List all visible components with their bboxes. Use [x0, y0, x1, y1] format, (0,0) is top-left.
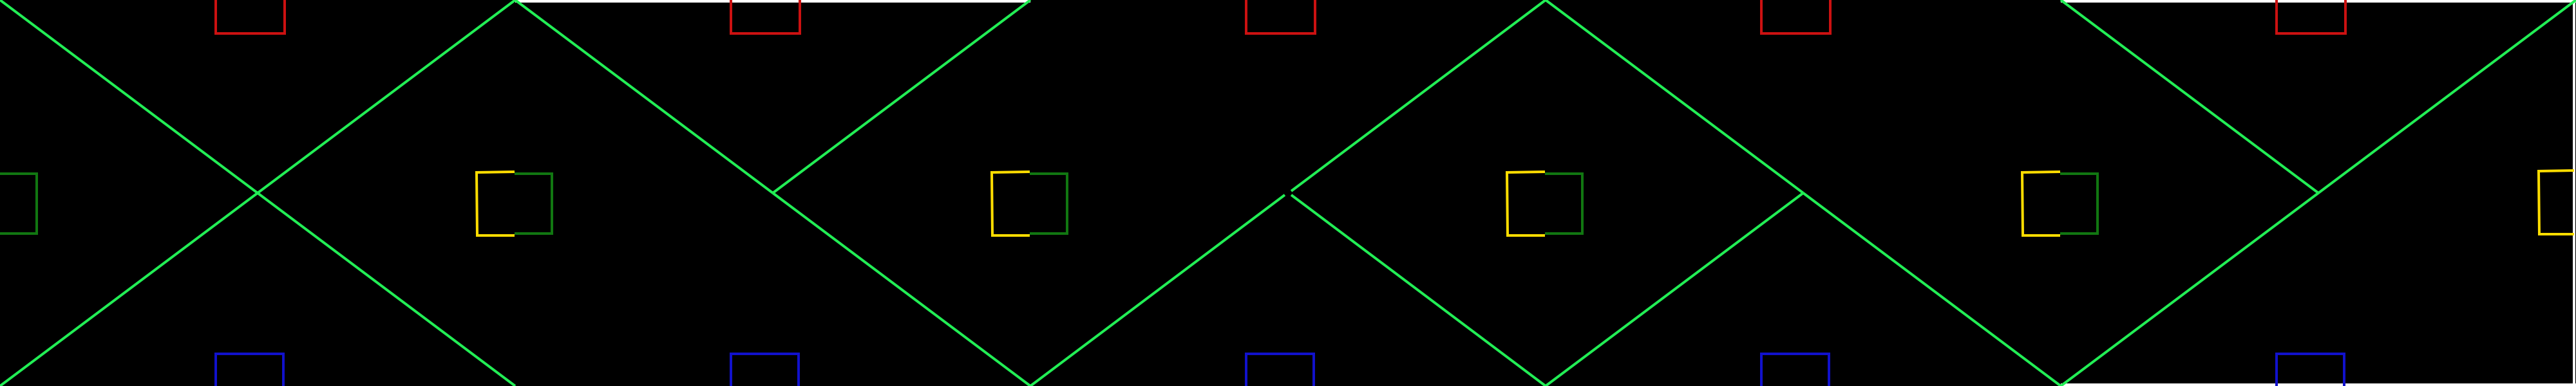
wall-frames [515, 0, 2576, 386]
top-bracket [1245, 0, 1316, 35]
right-bracket [2060, 172, 2099, 235]
left-bracket [2537, 169, 2575, 235]
left-bracket [1505, 170, 1546, 237]
right-bracket [515, 172, 553, 235]
zigzag-wall-segment [772, 192, 1032, 386]
bottom-bracket [2275, 353, 2345, 386]
bottom-bracket [730, 353, 800, 386]
zigzag-wall-segment [2060, 0, 2320, 194]
left-bracket [990, 170, 1030, 237]
zigzag-wall-segment [0, 0, 516, 386]
right-bracket [0, 172, 38, 235]
right-bracket [1545, 172, 1584, 235]
zigzag-wall-segment [1544, 0, 1804, 194]
zigzag-wall-segment [772, 0, 1032, 194]
bottom-bracket [1245, 353, 1315, 386]
zigzag-wall-segment [514, 0, 774, 194]
zigzag-wall-segment [1290, 194, 1547, 386]
zigzag-wall-segment [1802, 192, 2062, 386]
zigzag-wall-segment [1544, 192, 1804, 386]
zigzag-wall-segment [1290, 0, 1547, 192]
top-bracket [730, 0, 801, 35]
top-bracket [1760, 0, 1832, 35]
bottom-bracket [214, 353, 285, 386]
top-bracket [2275, 0, 2347, 35]
top-bracket [214, 0, 286, 35]
zigzag-wall-segment [1029, 194, 1286, 386]
left-bracket [475, 170, 515, 237]
right-bracket [1030, 172, 1068, 235]
bottom-bracket [1760, 353, 1830, 386]
left-bracket [2020, 170, 2061, 237]
